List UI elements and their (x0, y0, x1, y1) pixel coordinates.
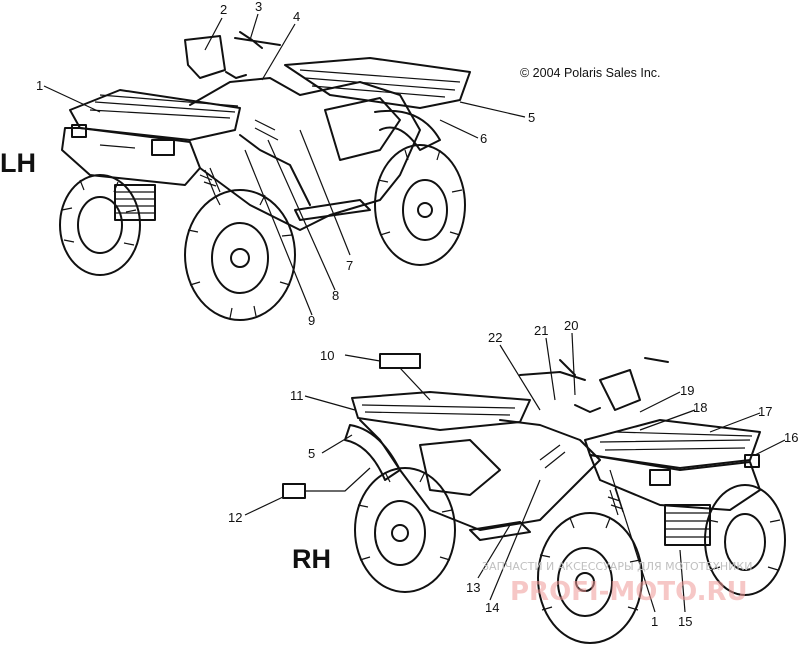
atv-right-view (344, 357, 786, 644)
decal-12-box (282, 483, 306, 499)
leaders-right (244, 332, 786, 613)
callout-22: 22 (488, 330, 502, 345)
callout-8: 8 (332, 288, 339, 303)
callout-1: 1 (36, 78, 43, 93)
callout-4: 4 (293, 9, 300, 24)
copyright-text: © 2004 Polaris Sales Inc. (520, 66, 661, 80)
callout-5-rh: 5 (308, 446, 315, 461)
callout-7: 7 (346, 258, 353, 273)
watermark-big-text: PROFI-MOTO.RU (510, 577, 748, 607)
wheel-front-left (59, 174, 141, 276)
callout-10: 10 (320, 348, 334, 363)
callout-20: 20 (564, 318, 578, 333)
callout-15: 15 (678, 614, 692, 629)
label-lh: LH (0, 148, 36, 178)
watermark-small-text: ЗАПЧАСТИ И АКСЕССУАРЫ ДЛЯ МОТОТЕХНИКИ (482, 560, 752, 573)
atv-left-view (59, 31, 471, 321)
callout-21: 21 (534, 323, 548, 338)
callout-11: 11 (290, 388, 304, 403)
callout-14: 14 (485, 600, 499, 615)
callout-5: 5 (528, 110, 535, 125)
callout-19: 19 (680, 383, 694, 398)
callout-2: 2 (220, 2, 227, 17)
callout-9: 9 (308, 313, 315, 328)
callout-12: 12 (228, 510, 242, 525)
callout-13: 13 (466, 580, 480, 595)
leaders-left (43, 13, 526, 316)
callout-17: 17 (758, 404, 772, 419)
decal-10-box (379, 353, 421, 369)
callout-6: 6 (480, 131, 487, 146)
callout-18: 18 (693, 400, 707, 415)
label-rh: RH (292, 544, 331, 574)
watermark: ЗАПЧАСТИ И АКСЕССУАРЫ ДЛЯ МОТОТЕХНИКИ PR… (482, 560, 752, 607)
callouts-right: 10 11 5 12 22 21 20 19 18 17 16 13 14 1 … (228, 318, 798, 629)
wheel-front-right (184, 189, 296, 321)
callout-3: 3 (255, 0, 262, 14)
callout-1-rh: 1 (651, 614, 658, 629)
callout-16: 16 (784, 430, 798, 445)
wheel-rear-left-rh (354, 467, 456, 593)
wheel-rear-right (374, 144, 466, 266)
callouts-left: 1 2 3 4 5 6 7 8 9 (36, 0, 535, 328)
wheel-front-right-rh (704, 484, 786, 596)
wheel-front-left-rh (537, 512, 643, 644)
